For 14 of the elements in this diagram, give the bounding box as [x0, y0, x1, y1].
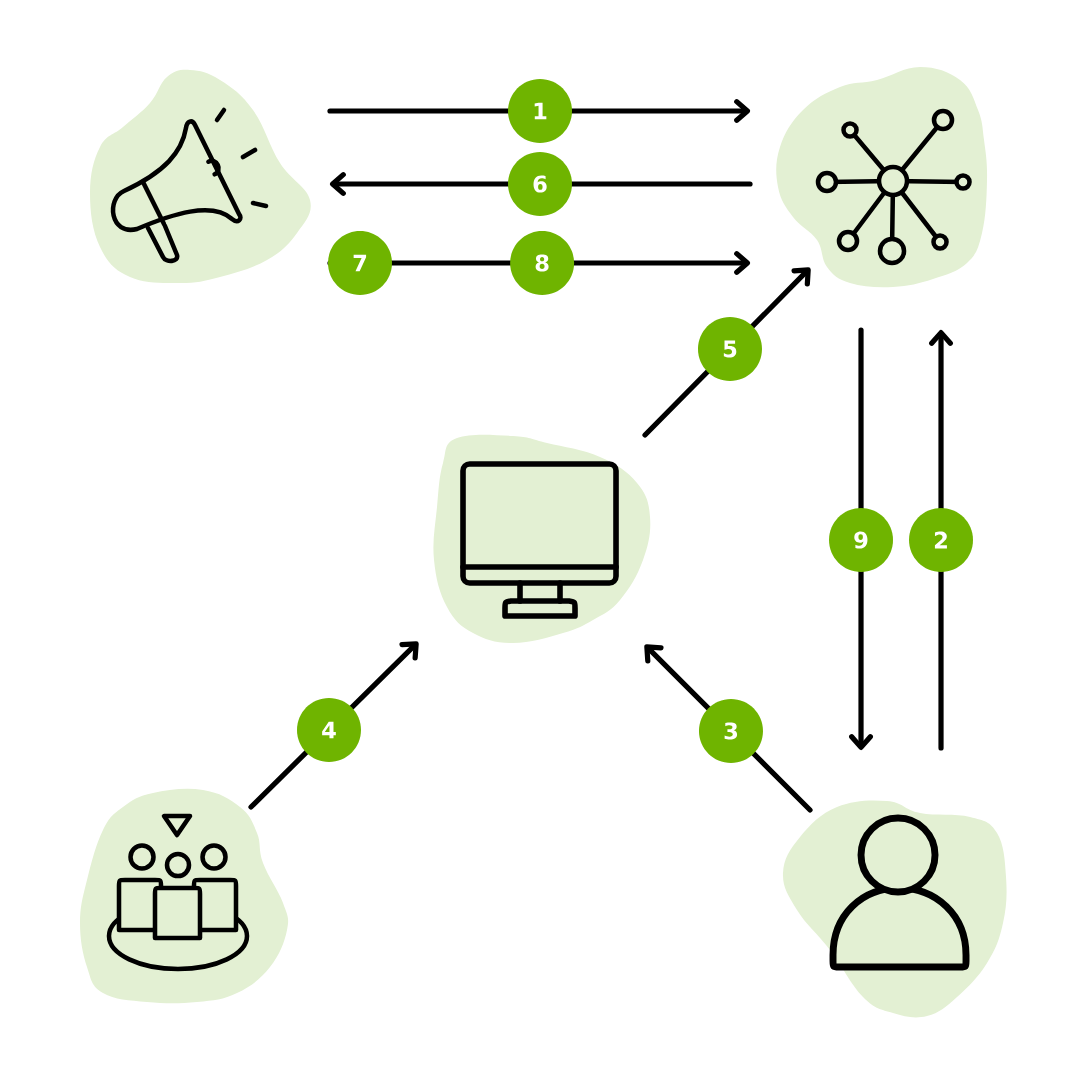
edge-label: 2: [909, 508, 973, 572]
edge-label: 4: [297, 697, 361, 762]
edge-label: 9: [829, 508, 893, 572]
person-icon: [783, 800, 1007, 1018]
network-icon: [776, 67, 988, 288]
edge-label: 3: [699, 698, 763, 763]
megaphone-icon: [90, 69, 311, 284]
group-icon: [80, 788, 289, 1004]
edge-label: 5: [698, 317, 762, 381]
monitor-icon: [433, 434, 651, 643]
callout-number: 7: [328, 231, 392, 295]
edge-label: 1: [508, 79, 572, 143]
edge-label: 8: [510, 231, 575, 295]
edge-label: 6: [508, 152, 572, 216]
